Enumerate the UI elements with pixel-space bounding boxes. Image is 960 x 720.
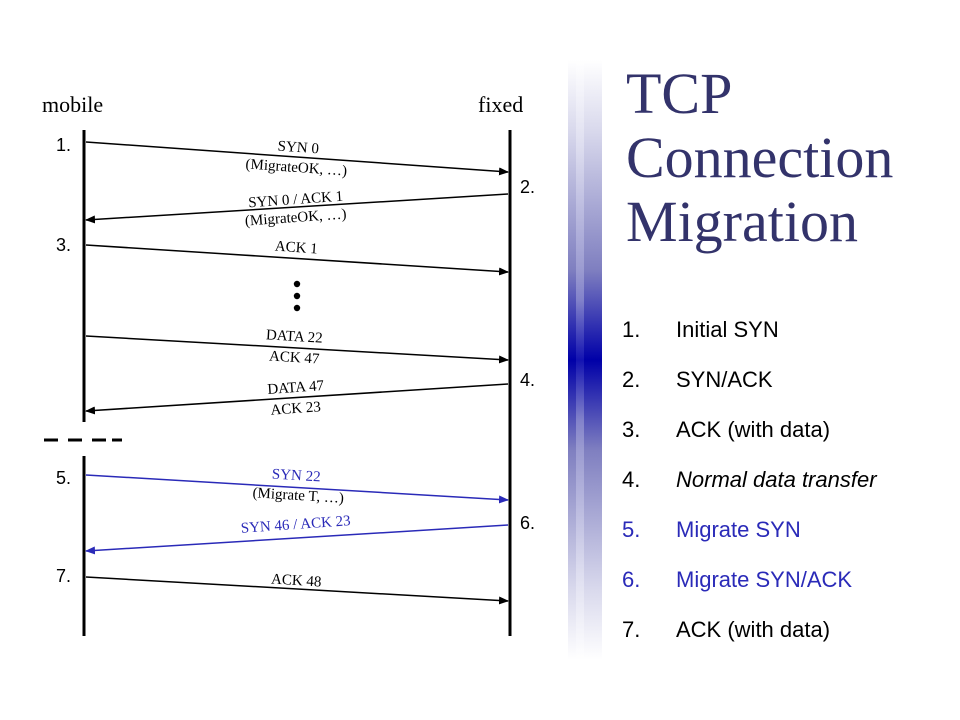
slide-title-line-2: Connection	[626, 125, 894, 190]
step-number-5: 5.	[56, 468, 72, 488]
arrow-syn-ack	[85, 193, 509, 224]
decorative-gradient-highlight	[576, 60, 584, 660]
mobile-endpoint-label: mobile	[42, 92, 104, 117]
list-item: 5. Migrate SYN	[622, 514, 877, 564]
list-item-number: 3.	[622, 417, 641, 442]
message-syn-ack-line1: SYN 0 / ACK 1	[248, 189, 344, 212]
step-number-7: 7.	[56, 566, 72, 586]
list-item-number: 2.	[622, 367, 641, 392]
list-item-number: 6.	[622, 567, 641, 592]
list-item: 3. ACK (with data)	[622, 414, 877, 464]
list-item-text: Migrate SYN	[676, 517, 801, 542]
list-item-number: 5.	[622, 517, 641, 542]
list-item-number: 7.	[622, 617, 641, 642]
step-number-3: 3.	[56, 235, 72, 255]
sequence-diagram: SYN 0 (MigrateOK, …) SYN 0 / ACK 1 (Migr…	[44, 130, 512, 636]
list-item-text: Normal data transfer	[676, 467, 877, 492]
list-item: 2. SYN/ACK	[622, 364, 877, 414]
arrow-migrate-syn	[85, 474, 509, 504]
arrow-final-ack	[85, 576, 509, 605]
message-data-2-line1: DATA 47	[267, 378, 325, 398]
message-migrate-syn-line2: (Migrate T, …)	[252, 485, 344, 507]
slide-title-line-1: TCP	[626, 61, 733, 126]
arrow-ack	[85, 244, 509, 276]
fixed-endpoint-label: fixed	[478, 92, 524, 117]
arrow-migrate-syn-ack	[85, 524, 509, 555]
message-data-1-line2: ACK 47	[269, 348, 321, 367]
list-item-text: Migrate SYN/ACK	[676, 567, 853, 592]
message-data-1-line1: DATA 22	[265, 327, 323, 346]
list-item-text: ACK (with data)	[676, 417, 831, 442]
slide-title: TCP Connection Migration	[626, 62, 946, 254]
arrow-syn	[85, 141, 509, 176]
message-final-ack-line1: ACK 48	[271, 571, 322, 590]
step-number-4: 4.	[520, 370, 536, 390]
message-syn-line1: SYN 0	[277, 139, 319, 158]
message-ack-line1: ACK 1	[274, 239, 318, 258]
message-syn-line2: (MigrateOK, …)	[245, 156, 348, 179]
slide-title-line-3: Migration	[626, 189, 858, 254]
list-item-number: 4.	[622, 467, 641, 492]
arrow-data-1	[85, 335, 509, 364]
message-syn-ack-line2: (MigrateOK, …)	[244, 206, 347, 229]
message-data-2-line2: ACK 23	[270, 399, 321, 418]
list-item-text: Initial SYN	[676, 317, 779, 342]
arrow-data-2	[85, 383, 509, 415]
list-item: 4. Normal data transfer	[622, 464, 877, 514]
step-number-1: 1.	[56, 135, 72, 155]
decorative-gradient-bar	[568, 60, 602, 660]
step-number-2: 2.	[520, 177, 536, 197]
list-item-number: 1.	[622, 317, 641, 342]
step-number-6: 6.	[520, 513, 536, 533]
list-item: 6. Migrate SYN/ACK	[622, 564, 877, 614]
list-item: 7. ACK (with data)	[622, 614, 877, 664]
steps-list: 1. Initial SYN 2. SYN/ACK 3. ACK (with data…	[622, 314, 877, 664]
list-item-text: SYN/ACK	[676, 367, 773, 392]
ellipsis-dots	[293, 280, 301, 312]
list-item: 1. Initial SYN	[622, 314, 877, 364]
message-migrate-syn-ack-line1: SYN 46 / ACK 23	[240, 513, 351, 537]
list-item-text: ACK (with data)	[676, 617, 831, 642]
message-migrate-syn-line1: SYN 22	[271, 467, 321, 486]
